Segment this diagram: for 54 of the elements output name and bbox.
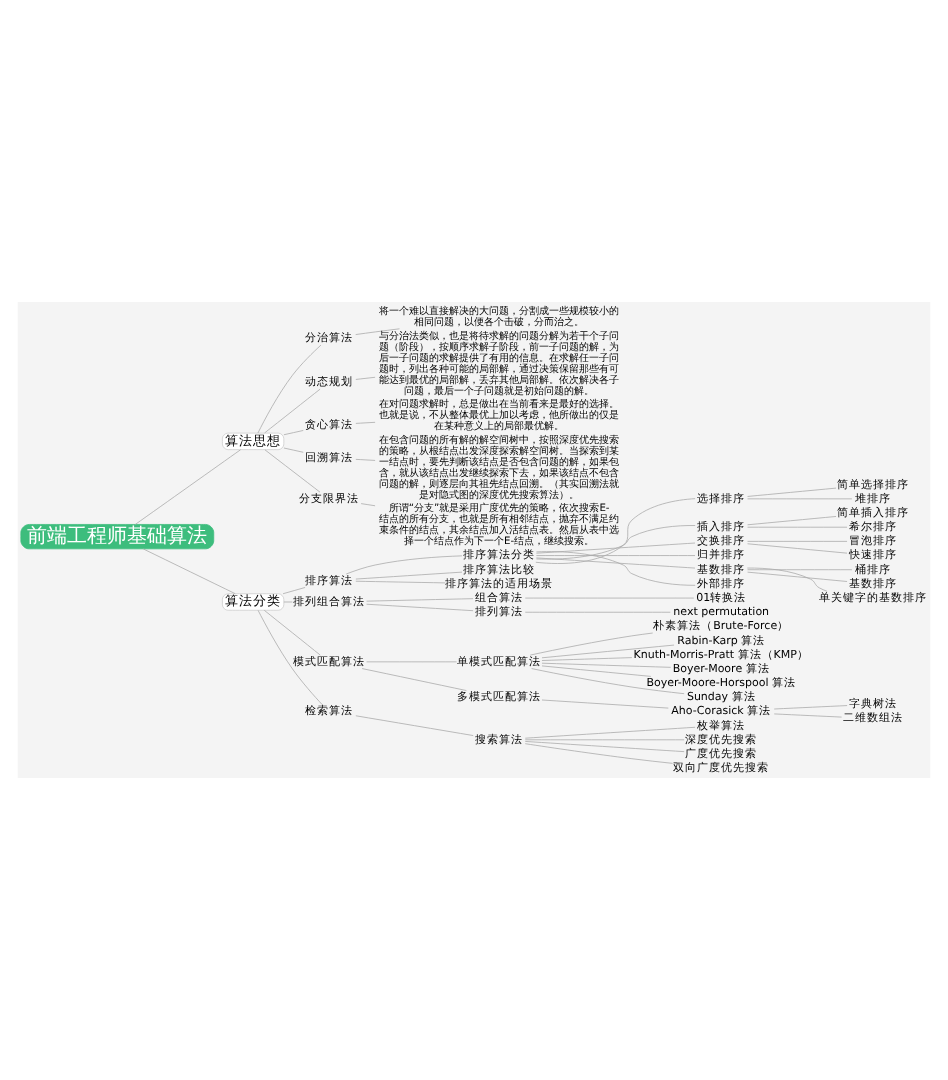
connector <box>747 487 837 497</box>
connector <box>747 498 853 500</box>
connector <box>283 430 304 436</box>
connector <box>541 699 669 709</box>
connector <box>264 449 321 493</box>
connector <box>747 569 853 571</box>
connector <box>257 344 322 434</box>
connector <box>529 632 654 656</box>
connector <box>524 739 685 741</box>
connector <box>541 644 675 659</box>
connector <box>536 557 696 569</box>
connector <box>541 657 633 661</box>
connector <box>366 661 457 663</box>
connector <box>134 449 242 525</box>
connector <box>747 571 848 582</box>
connector <box>283 447 304 453</box>
connector <box>282 587 306 595</box>
connector <box>536 525 696 560</box>
connector <box>747 541 848 542</box>
connector <box>541 662 672 668</box>
connector <box>355 376 376 380</box>
connector <box>264 388 321 434</box>
connector <box>355 458 376 461</box>
connector <box>536 551 696 586</box>
connector <box>531 668 685 695</box>
connector <box>524 743 673 764</box>
connector <box>524 611 671 613</box>
connector <box>524 726 696 739</box>
connector <box>747 526 848 528</box>
connector <box>536 555 696 556</box>
connector <box>524 597 695 599</box>
connector <box>355 571 463 580</box>
connector <box>355 328 400 335</box>
connector <box>535 498 696 564</box>
connector <box>524 741 685 753</box>
connector <box>746 567 828 592</box>
connector <box>541 665 652 677</box>
connector <box>263 609 321 656</box>
connector <box>747 516 837 526</box>
connector <box>773 705 848 710</box>
connector <box>257 609 323 705</box>
connector <box>536 542 696 554</box>
connector <box>360 503 376 507</box>
connector <box>366 598 474 602</box>
connector <box>355 715 474 736</box>
connector <box>142 548 236 595</box>
connector <box>747 543 848 554</box>
connector <box>345 555 463 575</box>
connector <box>355 421 376 424</box>
connector <box>773 713 842 718</box>
node-box: 前端工程师基础算法 <box>20 524 215 550</box>
connector <box>366 603 474 612</box>
connector <box>355 580 446 584</box>
connector <box>361 668 467 691</box>
